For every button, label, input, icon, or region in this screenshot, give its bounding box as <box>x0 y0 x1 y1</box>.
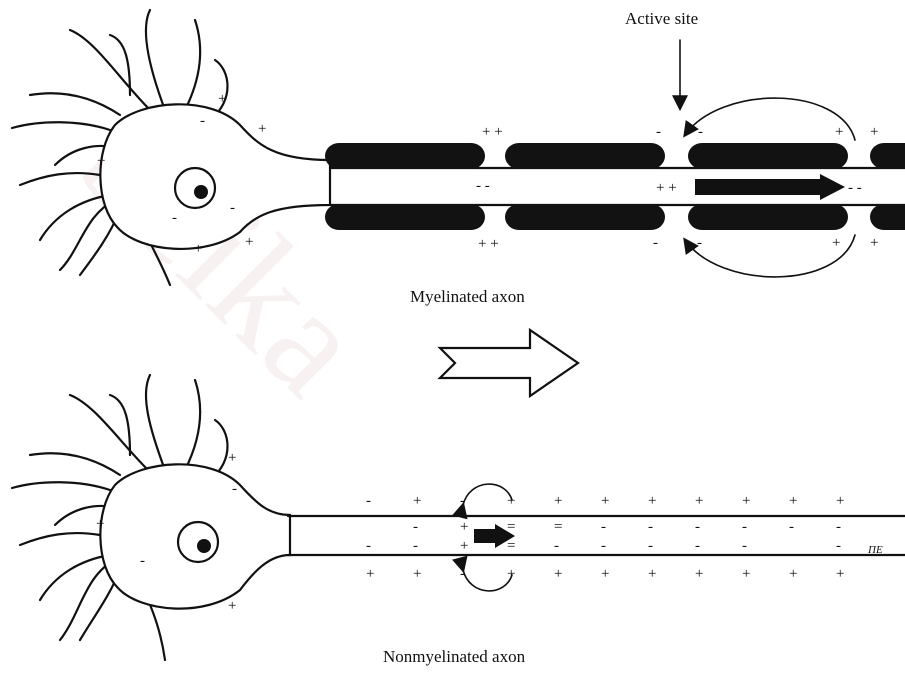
svg-text:+: + <box>789 566 797 582</box>
svg-text:-: - <box>836 538 841 554</box>
svg-text:-: - <box>232 481 237 497</box>
svg-text:+: + <box>648 566 656 582</box>
svg-text:+: + <box>413 493 421 509</box>
svg-text:+: + <box>648 493 656 509</box>
svg-text:+ +: + + <box>478 236 499 252</box>
svg-text:+: + <box>507 493 515 509</box>
svg-text:-: - <box>554 538 559 554</box>
svg-text:-: - <box>366 538 371 554</box>
svg-text:-: - <box>695 538 700 554</box>
current-loop-lower <box>685 235 855 277</box>
svg-text:-: - <box>648 538 653 554</box>
svg-text:+: + <box>835 124 843 140</box>
nucleus-top <box>175 168 215 208</box>
svg-text:+ +: + + <box>656 180 677 196</box>
svg-text:-: - <box>460 493 465 509</box>
svg-text:-: - <box>697 235 702 251</box>
svg-text:=: = <box>507 538 515 554</box>
svg-text:-: - <box>648 519 653 535</box>
nucleus-bottom <box>178 522 218 562</box>
svg-text:-: - <box>695 519 700 535</box>
svg-text:+: + <box>832 235 840 251</box>
svg-text:+: + <box>870 235 878 251</box>
current-arrow-top <box>695 174 845 200</box>
active-site-label: Active site <box>625 9 698 28</box>
svg-text:-: - <box>140 553 145 569</box>
svg-text:+: + <box>460 519 468 535</box>
svg-text:+: + <box>554 493 562 509</box>
svg-text:-: - <box>460 566 465 582</box>
svg-text:+: + <box>245 234 253 250</box>
svg-text:-: - <box>656 124 661 140</box>
svg-text:+: + <box>228 598 236 614</box>
svg-text:+: + <box>366 566 374 582</box>
svg-text:-: - <box>742 519 747 535</box>
svg-text:=: = <box>507 519 515 535</box>
svg-text:-: - <box>742 538 747 554</box>
svg-text:+: + <box>870 124 878 140</box>
myelinated-axon-label: Myelinated axon <box>410 287 525 306</box>
svg-text:+: + <box>601 493 609 509</box>
svg-text:+: + <box>507 566 515 582</box>
svg-text:+: + <box>228 450 236 466</box>
svg-text:+: + <box>96 516 104 532</box>
svg-text:-: - <box>172 210 177 226</box>
svg-text:+: + <box>601 566 609 582</box>
nonmyelinated-neuron: + + - - + - + - + + + + + + + + - + = = … <box>12 375 905 666</box>
svg-text:-: - <box>653 235 658 251</box>
svg-text:-: - <box>413 538 418 554</box>
svg-text:- -: - - <box>848 180 862 196</box>
svg-text:-: - <box>413 519 418 535</box>
svg-text:- -: - - <box>476 178 490 194</box>
svg-text:+: + <box>218 91 226 107</box>
svg-text:+: + <box>742 566 750 582</box>
svg-text:+: + <box>695 493 703 509</box>
svg-text:+: + <box>194 241 202 257</box>
nucleolus-bottom <box>197 539 211 553</box>
svg-text:-: - <box>601 538 606 554</box>
svg-text:+: + <box>258 121 266 137</box>
nucleolus-top <box>194 185 208 199</box>
current-loop-bottom-lower <box>463 570 512 591</box>
svg-text:=: = <box>554 519 562 535</box>
svg-text:+ +: + + <box>482 124 503 140</box>
svg-text:-: - <box>698 124 703 140</box>
svg-text:+: + <box>836 493 844 509</box>
current-loop-bottom-upper <box>463 484 512 505</box>
svg-text:+: + <box>97 153 105 169</box>
svg-text:+: + <box>742 493 750 509</box>
svg-text:-: - <box>836 519 841 535</box>
svg-text:+: + <box>460 538 468 554</box>
svg-text:+: + <box>695 566 703 582</box>
svg-text:+: + <box>836 566 844 582</box>
nonmyelinated-axon-label: Nonmyelinated axon <box>383 647 526 666</box>
svg-text:-: - <box>366 493 371 509</box>
svg-text:+: + <box>554 566 562 582</box>
svg-text:+: + <box>789 493 797 509</box>
svg-text:-: - <box>230 200 235 216</box>
svg-text:-: - <box>789 519 794 535</box>
svg-text:+: + <box>413 566 421 582</box>
svg-text:-: - <box>601 519 606 535</box>
current-loop-upper <box>685 98 855 140</box>
svg-text:-: - <box>200 113 205 129</box>
propagation-arrow-icon <box>440 330 578 396</box>
corner-mark: ΠΕ <box>867 544 883 556</box>
